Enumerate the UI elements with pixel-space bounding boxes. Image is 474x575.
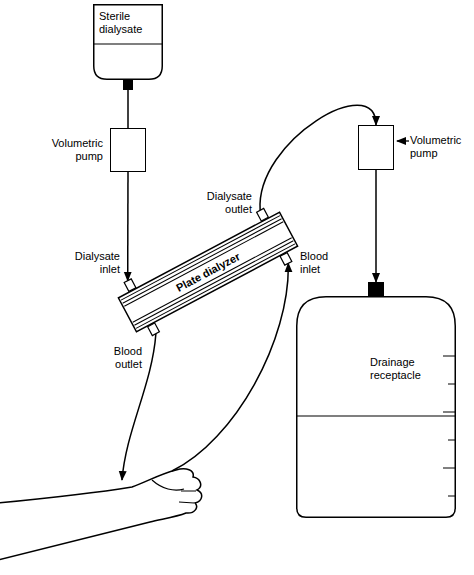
- bottle-label: Drainage receptacle: [370, 356, 434, 382]
- bag-label: Sterile dialysate: [99, 10, 158, 36]
- plate-dialyzer: Plate dialyzer: [117, 211, 298, 333]
- flow-connector: [375, 170, 377, 282]
- flow-connector: [127, 172, 129, 281]
- bag-port: [123, 80, 133, 90]
- volumetric-pump-box: Volumetric pump: [358, 125, 394, 170]
- graduation-mark: [448, 496, 455, 497]
- plate-line: [123, 219, 282, 304]
- dialysate-bag: Sterile dialysate: [93, 4, 163, 80]
- fluid-level: [297, 415, 456, 416]
- plate-line: [121, 216, 280, 301]
- bag-outline: [94, 5, 163, 80]
- dialyzer-outline: [118, 212, 297, 332]
- dialyzer-port: [124, 279, 136, 292]
- bottle-outline: [297, 297, 456, 518]
- port-label: Dialysate inlet: [56, 250, 120, 276]
- port-label: Blood outlet: [98, 345, 142, 371]
- plate-line: [124, 222, 283, 307]
- dialyzer-port: [257, 208, 269, 221]
- bottle-neck: [368, 282, 384, 296]
- plate-line: [133, 238, 292, 323]
- bottle-outline-svg: [296, 296, 456, 518]
- pump-label: Volumetric pump: [410, 134, 466, 160]
- plate-line: [134, 241, 293, 326]
- thumb-line: [152, 480, 184, 490]
- volumetric-pump-box: Volumetric pump: [110, 128, 146, 172]
- drainage-bottle: Drainage receptacle: [296, 296, 456, 518]
- graduation-mark: [448, 384, 455, 385]
- graduation-mark: [443, 468, 455, 469]
- leader-arrow: [397, 140, 409, 141]
- fluid-level: [94, 43, 163, 44]
- finger-crease: [179, 491, 196, 503]
- graduation-mark: [448, 440, 455, 441]
- bottle-text-area: Drainage receptacle: [370, 356, 434, 382]
- pump-label: Volumetric pump: [39, 137, 103, 163]
- patient-arm: [0, 469, 202, 560]
- graduation-mark: [443, 412, 455, 413]
- plate-line: [136, 244, 295, 329]
- graduation-mark: [443, 356, 455, 357]
- port-label: Dialysate outlet: [188, 190, 252, 216]
- dialyzer-port: [280, 253, 292, 266]
- dialyzer-port: [148, 323, 160, 336]
- bag-text-area: Sterile dialysate: [93, 4, 163, 36]
- port-label: Blood inlet: [300, 250, 344, 276]
